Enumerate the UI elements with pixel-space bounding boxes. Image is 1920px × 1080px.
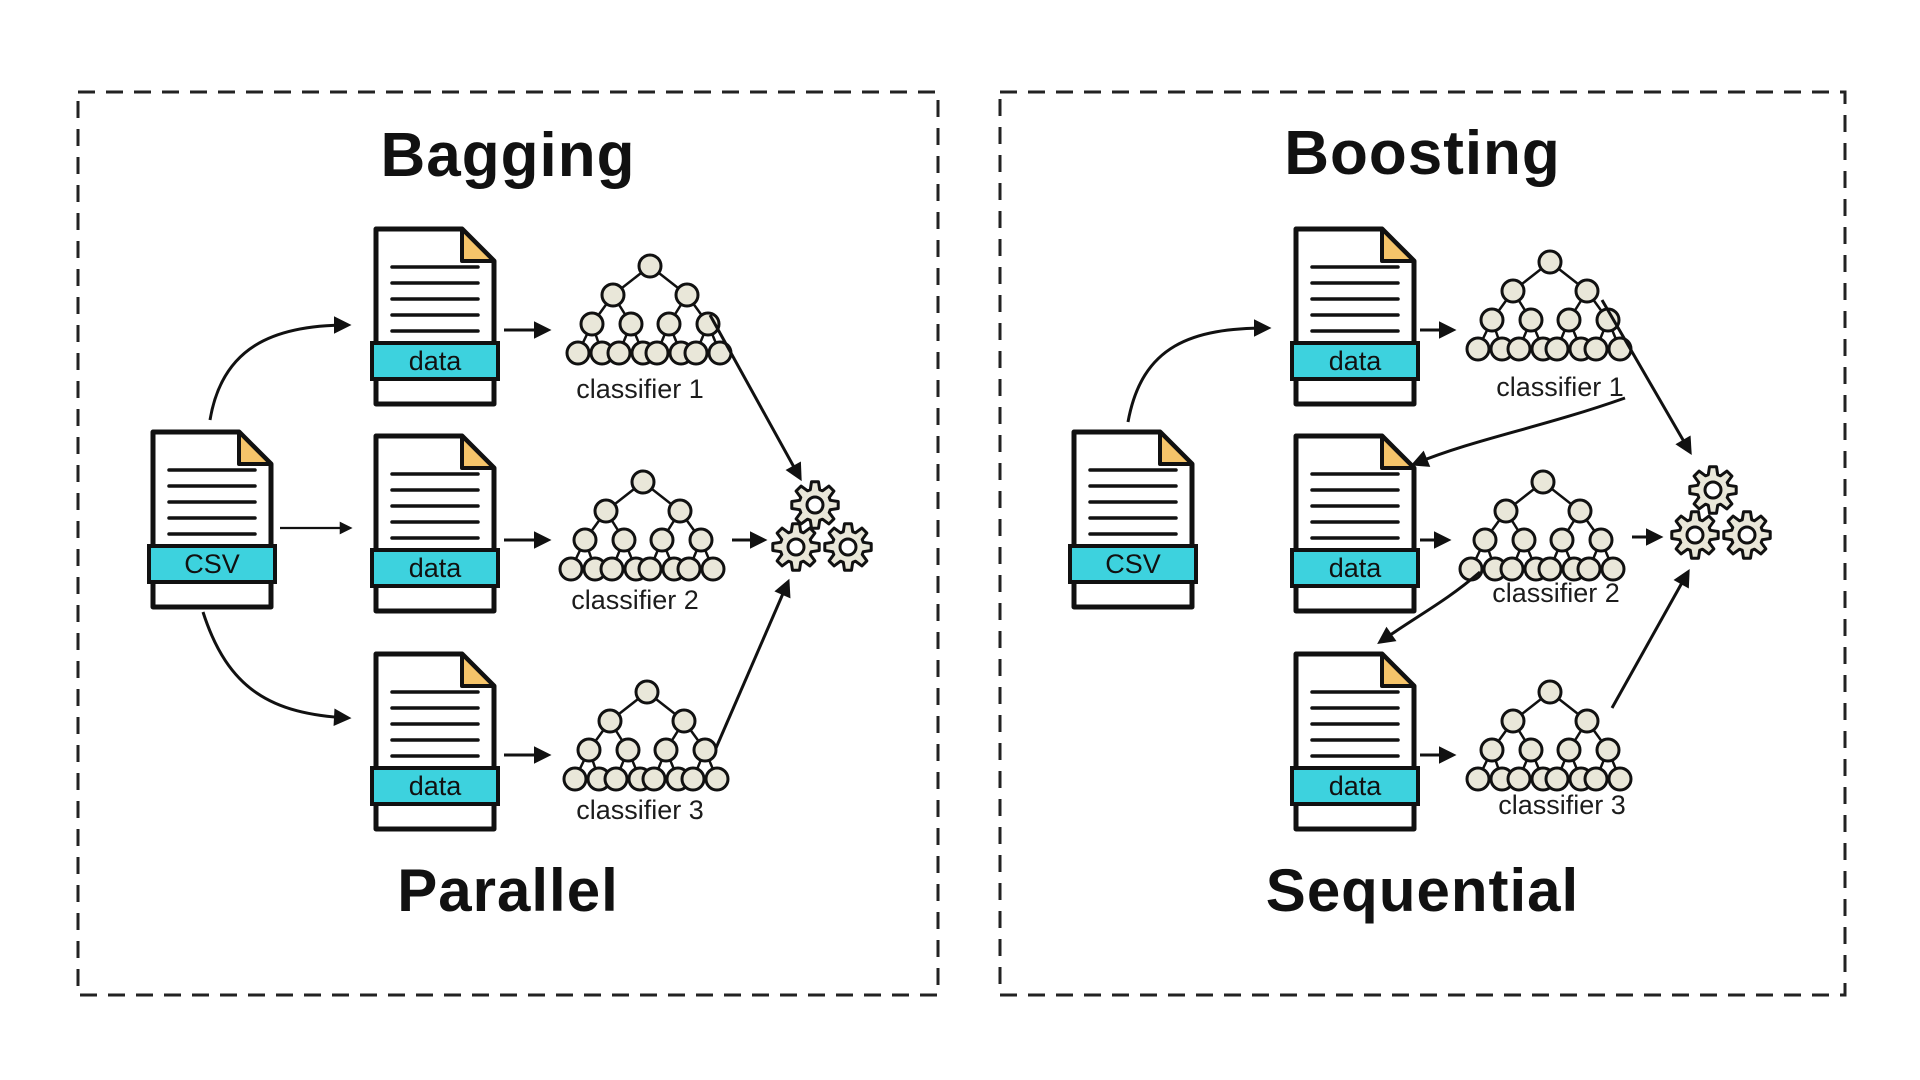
- folded-corner-icon: [460, 227, 496, 263]
- file-label: data: [409, 346, 463, 376]
- bagging-csv-file-icon: CSV: [147, 428, 277, 618]
- bagging-classifier-1-tree-icon: [565, 253, 733, 366]
- bagging-data-file-3: data: [370, 650, 500, 840]
- boosting-classifier-1-tree-icon: [1465, 249, 1633, 362]
- boosting-caption: Sequential: [1265, 857, 1580, 924]
- arrow-boosting-classifier1-to-data2: [1410, 396, 1626, 467]
- bagging-classifier-3-tree-icon: [562, 679, 730, 792]
- boosting-classifier-3-label: classifier 3: [1498, 790, 1626, 820]
- folded-corner-icon: [460, 652, 496, 688]
- boosting-gears-icon: [1670, 465, 1772, 560]
- arrow-boosting-csv-to-data1: [1126, 319, 1272, 423]
- folded-corner-icon: [1380, 434, 1416, 470]
- arrow-bagging-csv-to-data3: [201, 611, 352, 726]
- file-label: data: [1329, 771, 1383, 801]
- bagging-classifier-1-label: classifier 1: [576, 374, 704, 404]
- folded-corner-icon: [1380, 227, 1416, 263]
- bagging-data-file-1: data: [370, 225, 500, 415]
- boosting-title: Boosting: [1284, 119, 1561, 188]
- boosting-csv-file-icon: CSV: [1068, 428, 1198, 618]
- file-label: CSV: [1105, 549, 1161, 579]
- boosting-classifier-3-tree-icon: [1465, 679, 1633, 792]
- bagging-classifier-2-tree-icon: [558, 469, 726, 582]
- file-label: data: [409, 553, 463, 583]
- boosting-data-file-2: data: [1290, 432, 1420, 622]
- file-label: data: [409, 771, 463, 801]
- folded-corner-icon: [1380, 652, 1416, 688]
- file-label: data: [1329, 346, 1383, 376]
- folded-corner-icon: [1158, 430, 1194, 466]
- bagging-classifier-2-label: classifier 2: [571, 585, 699, 615]
- boosting-classifier-1-label: classifier 1: [1496, 372, 1624, 402]
- bagging-gears-icon: [771, 480, 873, 572]
- bagging-data-file-2: data: [370, 432, 500, 622]
- file-label: data: [1329, 553, 1383, 583]
- boosting-data-file-3: data: [1290, 650, 1420, 840]
- arrow-bagging-csv-to-data1: [208, 316, 352, 421]
- boosting-data-file-1: data: [1290, 225, 1420, 415]
- bagging-caption: Parallel: [397, 857, 619, 924]
- folded-corner-icon: [460, 434, 496, 470]
- boosting-classifier-2-tree-icon: [1458, 469, 1626, 582]
- file-label: CSV: [184, 549, 240, 579]
- bagging-title: Bagging: [380, 121, 636, 190]
- folded-corner-icon: [237, 430, 273, 466]
- bagging-classifier-3-label: classifier 3: [576, 795, 704, 825]
- boosting-classifier-2-label: classifier 2: [1492, 578, 1620, 608]
